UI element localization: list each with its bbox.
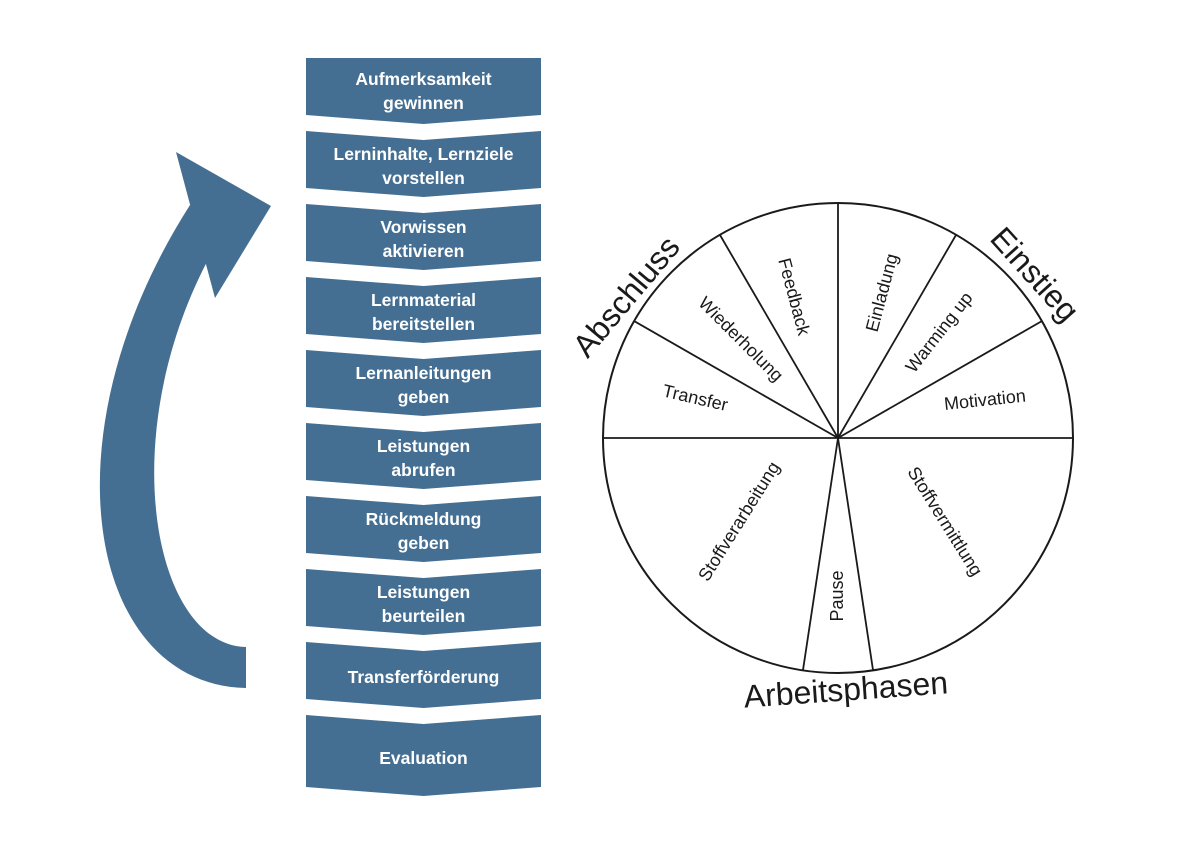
segment-feedback: Feedback (774, 256, 814, 338)
phase-arbeitsphasen: Arbeitsphasen (743, 664, 950, 714)
segment-transfer: Transfer (661, 381, 730, 415)
segment-wiederholung: Wiederholung (695, 293, 788, 386)
segment-pause: Pause (827, 570, 847, 621)
phase-einstieg: Einstieg (983, 220, 1086, 329)
segment-stoffvermittlung: Stoffvermittlung (904, 463, 987, 579)
cycle-arrow-icon (99, 152, 271, 688)
cycle-arrow-body (99, 205, 246, 688)
segment-einladung: Einladung (862, 251, 902, 334)
segment-motivation: Motivation (943, 386, 1027, 414)
segment-warming-up: Warming up (901, 288, 976, 376)
phase-wheel: Feedback Einladung Warming up Motivation… (565, 202, 1086, 715)
wheel-dividers (603, 203, 1073, 671)
phase-abschluss: Abschluss (565, 229, 686, 364)
segment-stoffverarbeitung: Stoffverarbeitung (694, 458, 783, 585)
cycle-arrow-head (176, 152, 271, 298)
